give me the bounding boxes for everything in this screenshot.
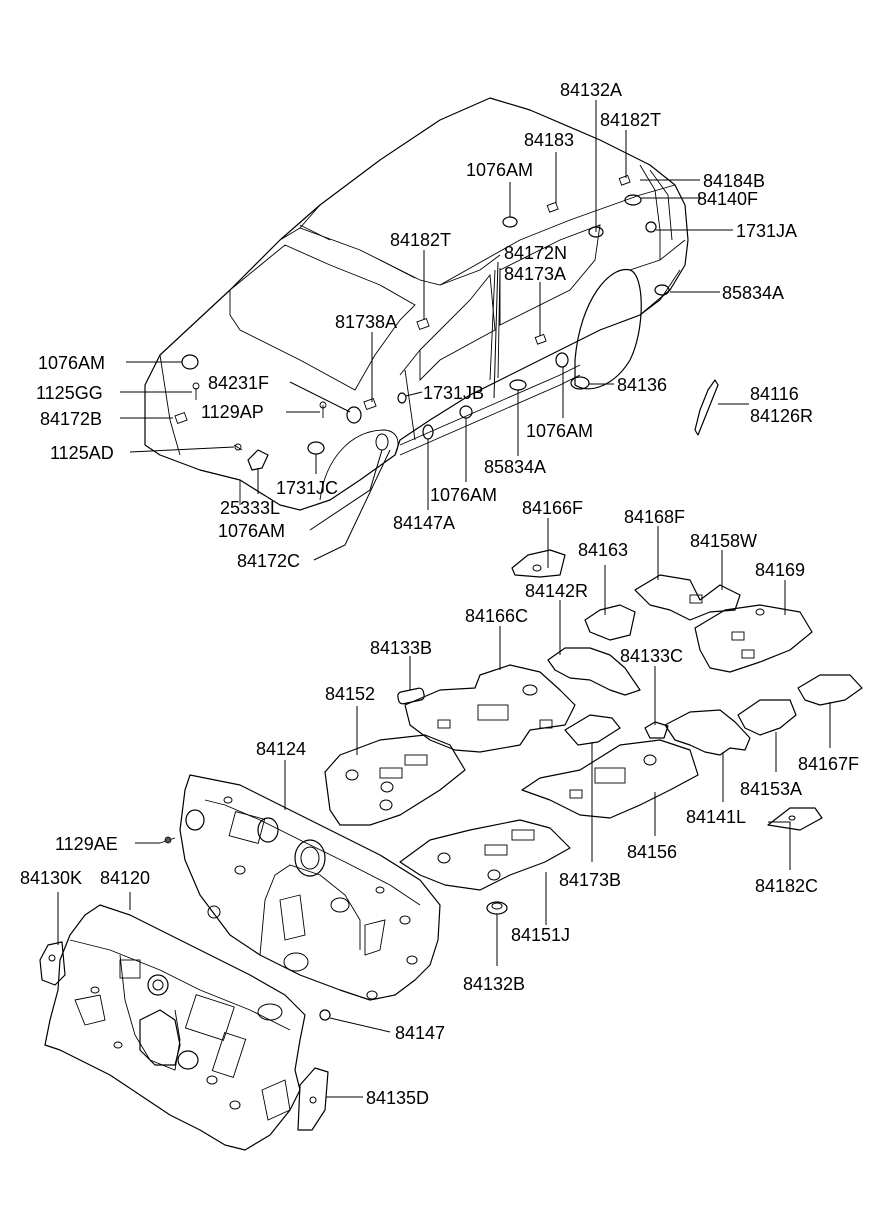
callout-1129ae: 1129AE (55, 834, 118, 854)
callout-1125ad: 1125AD (50, 443, 114, 463)
callout-85834a-right: 85834A (722, 283, 784, 303)
callout-84182c: 84182C (755, 876, 818, 896)
callout-84151j: 84151J (511, 925, 570, 945)
grommet-84147 (319, 1009, 331, 1021)
callout-84136: 84136 (617, 375, 667, 395)
callout-84166f: 84166F (522, 498, 583, 518)
dash-panel-84120 (44, 904, 306, 1151)
callout-84182t-mid: 84182T (390, 230, 451, 250)
callout-1076am-top: 1076AM (466, 160, 533, 180)
side-pad-hole (48, 954, 56, 962)
callout-84132b: 84132B (463, 974, 525, 994)
callout-85834a-sill: 85834A (484, 457, 546, 477)
callout-84116: 84116 (750, 384, 799, 404)
callout-84231f: 84231F (208, 373, 269, 393)
callout-1731ja: 1731JA (736, 221, 797, 241)
callout-84173b: 84173B (559, 870, 621, 890)
callout-1731jb: 1731JB (423, 383, 484, 403)
screw-1129ae (159, 836, 176, 844)
callout-84166c: 84166C (465, 606, 528, 626)
callout-84172c: 84172C (237, 551, 300, 571)
side-pad-84130k (39, 941, 66, 986)
callout-84172n: 84172N (504, 243, 567, 263)
callout-84172b: 84172B (40, 409, 102, 429)
callout-84168f: 84168F (624, 507, 685, 527)
callout-84167f: 84167F (798, 754, 859, 774)
car-body-outline (144, 97, 689, 511)
callout-25333l: 25333L (220, 498, 280, 518)
leader-lines (57, 100, 831, 1098)
dash-insulator-84124 (179, 774, 441, 1001)
pad-84135d-hole (309, 1096, 317, 1104)
callout-84130k: 84130K (20, 868, 82, 888)
callout-84163: 84163 (578, 540, 628, 560)
callout-84135d: 84135D (366, 1088, 429, 1108)
callout-1731jc: 1731JC (276, 478, 338, 498)
callout-84183: 84183 (524, 130, 574, 150)
callout-labels: 84132A 84182T 84183 1076AM 84184B 84140F… (20, 80, 859, 1108)
callout-84141l: 84141L (686, 807, 746, 827)
callout-84132a: 84132A (560, 80, 622, 100)
callout-1076am-low: 1076AM (218, 521, 285, 541)
callout-84152: 84152 (325, 684, 375, 704)
callout-1076am-sill: 1076AM (526, 421, 593, 441)
callout-84133c: 84133C (620, 646, 683, 666)
callout-84173a: 84173A (504, 264, 566, 284)
callout-84133b: 84133B (370, 638, 432, 658)
callout-84142r: 84142R (525, 581, 588, 601)
callout-84182t-top: 84182T (600, 110, 661, 130)
callout-1076am-left: 1076AM (38, 353, 105, 373)
callout-1125gg: 1125GG (36, 383, 103, 403)
callout-84147: 84147 (395, 1023, 445, 1043)
callout-84147a: 84147A (393, 513, 455, 533)
callout-81738a: 81738A (335, 312, 397, 332)
callout-84126r: 84126R (750, 406, 813, 426)
callout-84169: 84169 (755, 560, 805, 580)
callout-84140f: 84140F (697, 189, 758, 209)
callout-84153a: 84153A (740, 779, 802, 799)
callout-84120: 84120 (100, 868, 150, 888)
car-small-parts (174, 174, 719, 471)
callout-84124: 84124 (256, 739, 306, 759)
callout-84184b: 84184B (703, 171, 765, 191)
callout-84158w: 84158W (690, 531, 757, 551)
floor-insulation-pads (324, 549, 863, 915)
callout-84156: 84156 (627, 842, 677, 862)
callout-1076am-mid: 1076AM (430, 485, 497, 505)
pad-84135d (297, 1067, 329, 1131)
callout-1129ap: 1129AP (201, 402, 264, 422)
